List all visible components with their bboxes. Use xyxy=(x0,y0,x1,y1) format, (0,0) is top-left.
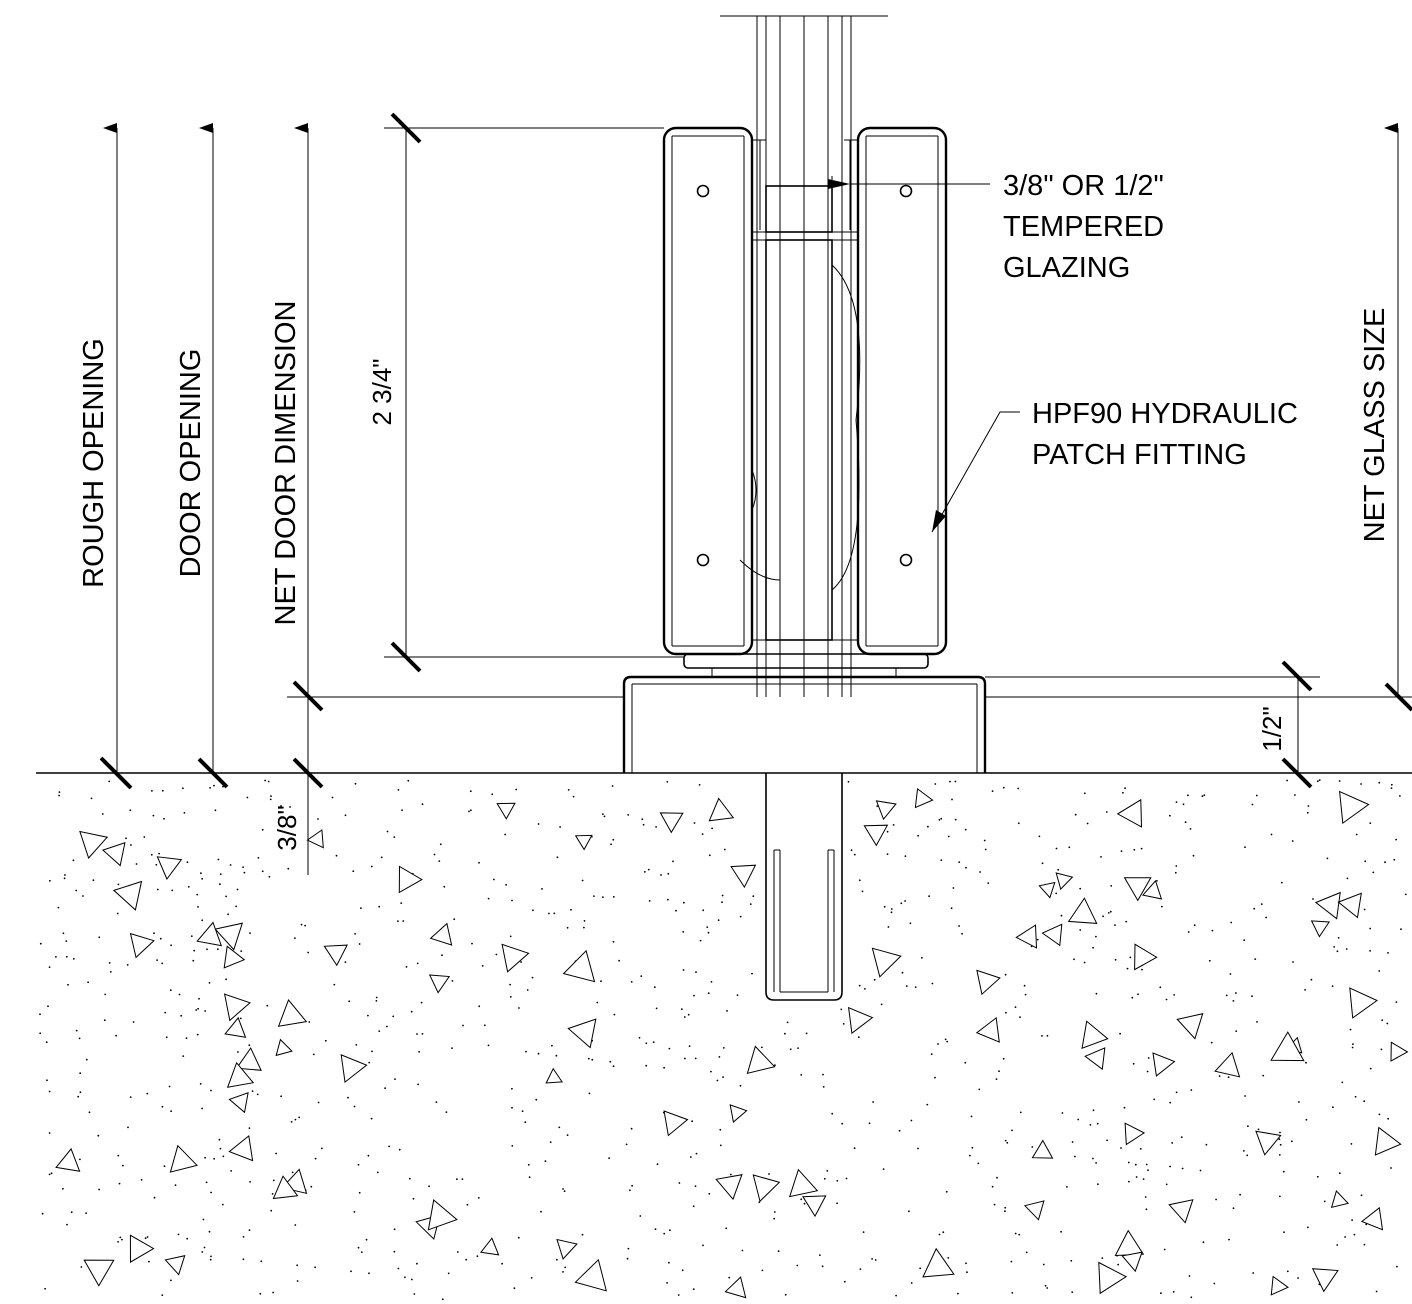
glazing-callout-line: GLAZING xyxy=(1003,252,1130,284)
glazing-callout: 3/8" OR 1/2" TEMPERED GLAZING xyxy=(1003,170,1164,284)
floor-cover-plate xyxy=(622,675,987,773)
net-door-dimension-label: NET DOOR DIMENSION xyxy=(270,301,302,626)
screw-icon xyxy=(899,184,913,198)
screw-icon xyxy=(696,184,710,198)
fitting-right-plate xyxy=(856,126,948,656)
concrete-floor-hatch xyxy=(39,779,1409,1301)
fitting-callout-line: PATCH FITTING xyxy=(1032,439,1247,471)
floor-offset-dimension: 3/8" xyxy=(272,805,302,850)
glass-panel xyxy=(720,15,888,697)
fitting-callout-line: HPF90 HYDRAULIC xyxy=(1032,398,1298,430)
net-glass-size-label: NET GLASS SIZE xyxy=(1359,308,1391,543)
fitting-base xyxy=(683,653,929,678)
rough-opening-label: ROUGH OPENING xyxy=(78,338,110,588)
fitting-left-plate xyxy=(662,126,754,656)
glazing-callout-line: TEMPERED xyxy=(1003,211,1164,243)
door-opening-label: DOOR OPENING xyxy=(175,349,207,578)
fitting-callout: HPF90 HYDRAULIC PATCH FITTING xyxy=(1032,398,1298,471)
screw-icon xyxy=(696,553,710,567)
floor-spindle xyxy=(765,773,843,1001)
fitting-height-dimension: 2 3/4" xyxy=(367,358,397,425)
fitting-leader xyxy=(931,411,1020,533)
fitting-leader-arrow xyxy=(932,510,946,532)
dimension-lines xyxy=(99,112,1412,875)
screw-icon xyxy=(899,553,913,567)
fitting-core xyxy=(739,139,861,641)
plate-thickness-dimension: 1/2" xyxy=(1257,706,1287,751)
glazing-callout-line: 3/8" OR 1/2" xyxy=(1003,170,1164,202)
